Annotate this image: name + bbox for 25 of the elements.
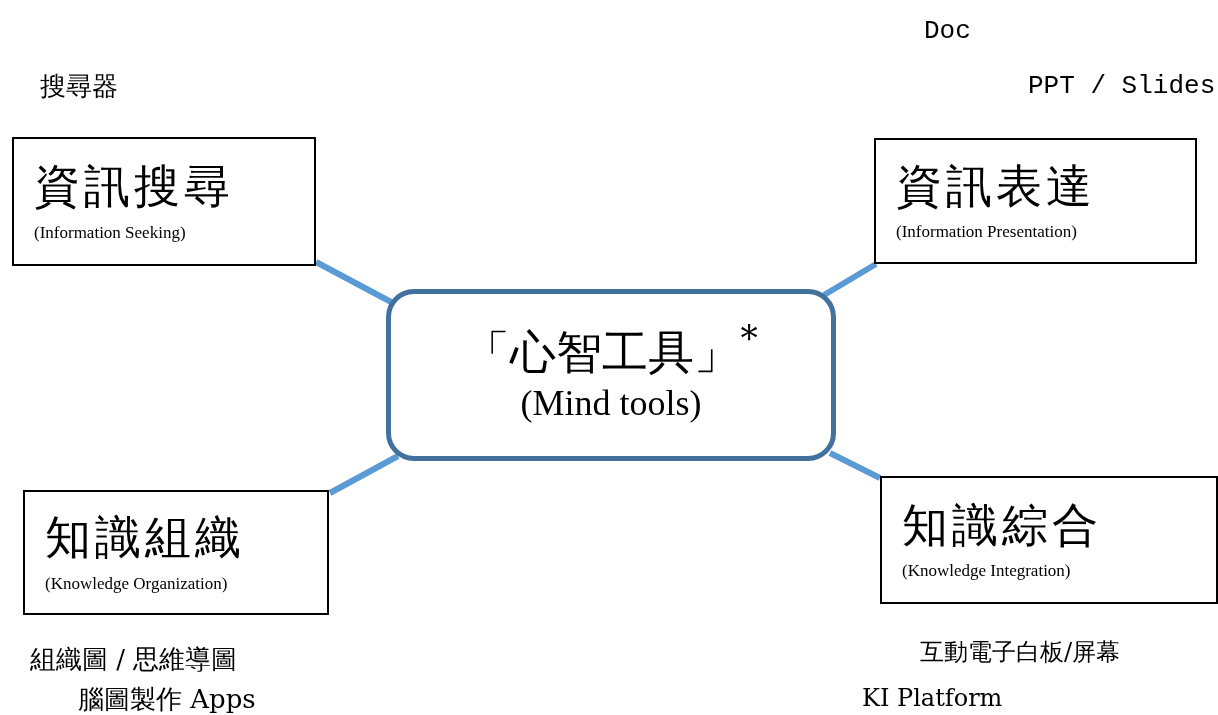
- tool-example: 組織圖 / 思維導圖: [30, 643, 238, 676]
- topic-box: [23, 490, 329, 615]
- tool-example: KI Platform: [862, 683, 1003, 713]
- topic-title: 知識綜合: [902, 496, 1103, 554]
- topic-title: 「心智工具」$^{*}$: [464, 323, 758, 381]
- topic-subtitle: (Information Seeking): [34, 221, 187, 244]
- tool-example: 搜尋器: [40, 70, 118, 103]
- connector-line: [822, 261, 878, 298]
- tool-example: Doc: [924, 15, 971, 48]
- topic-subtitle: (Knowledge Organization): [45, 572, 229, 595]
- tool-example: 腦圖製作 Apps: [78, 683, 256, 715]
- topic-subtitle: (Information Presentation): [896, 221, 1078, 243]
- connector-line: [328, 453, 400, 496]
- topic-box: [12, 137, 316, 266]
- topic-title: 知識組織: [45, 509, 246, 566]
- connector-line: [828, 450, 882, 481]
- topic-title: 資訊表達: [896, 157, 1097, 215]
- topic-title: 資訊搜尋: [34, 158, 235, 215]
- topic-subtitle: (Knowledge Integration): [902, 560, 1072, 582]
- tool-example: PPT / Slides: [1028, 70, 1216, 103]
- tool-example: 互動電子白板/屏幕: [920, 637, 1121, 667]
- central-topic-box: [386, 289, 836, 461]
- topic-box: [874, 138, 1197, 264]
- topic-subtitle: (Mind tools): [520, 382, 702, 426]
- topic-box: [880, 476, 1218, 604]
